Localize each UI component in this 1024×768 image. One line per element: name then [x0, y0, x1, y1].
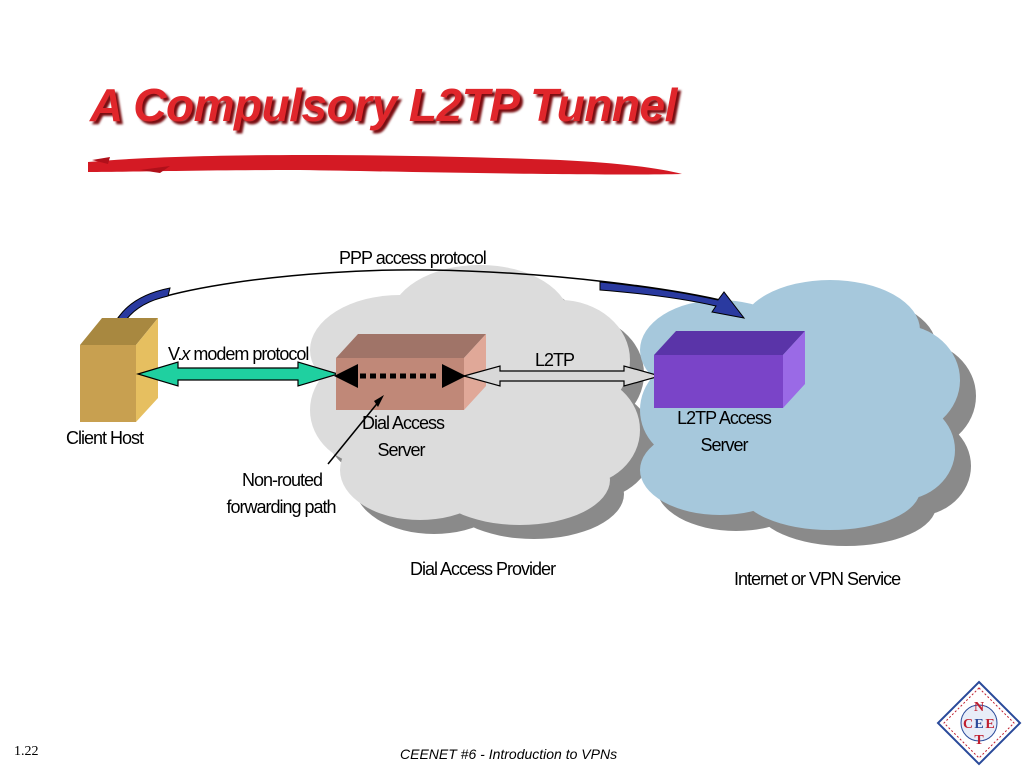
ppp-access-protocol-label: PPP access protocol: [339, 248, 486, 268]
logo-letter-e1: E: [974, 717, 983, 732]
l2tp-label: L2TP: [535, 350, 575, 370]
lns-label-line2: Server: [700, 435, 748, 455]
das-label-line1: Dial Access: [362, 413, 445, 433]
l2tp-access-server-box: [654, 331, 805, 408]
das-label-line2: Server: [377, 440, 425, 460]
lns-label-line1: L2TP Access: [677, 408, 772, 428]
ceenet-logo: N C E E T: [936, 680, 1022, 766]
forwarding-path: [334, 364, 466, 388]
client-host-label: Client Host: [66, 428, 144, 448]
logo-letter-c: C: [963, 717, 973, 732]
dial-access-server-box: [336, 334, 486, 410]
modem-label-suffix: modem protocol: [189, 344, 308, 364]
logo-letter-t: T: [974, 733, 984, 748]
nonrouted-label-line1: Non-routed: [242, 470, 322, 490]
dial-access-provider-label: Dial Access Provider: [410, 559, 556, 579]
nonrouted-label-line2: forwarding path: [226, 497, 335, 517]
slide-footer: CEENET #6 - Introduction to VPNs: [400, 746, 618, 762]
ppp-arrow: [117, 269, 746, 321]
title-underline: [88, 155, 682, 175]
logo-letter-n: N: [974, 700, 984, 715]
modem-protocol-label: V.x modem protocol: [168, 344, 308, 364]
slide-number: 1.22: [14, 744, 39, 759]
slide-title: A Compulsory L2TP Tunnel: [90, 79, 677, 131]
internet-vpn-service-label: Internet or VPN Service: [734, 569, 901, 589]
logo-letter-e2: E: [985, 717, 994, 732]
nonrouted-pointer: [327, 395, 384, 465]
modem-label-prefix: V.: [168, 344, 181, 364]
client-host-box: [80, 318, 158, 422]
modem-protocol-arrow: [135, 361, 341, 387]
